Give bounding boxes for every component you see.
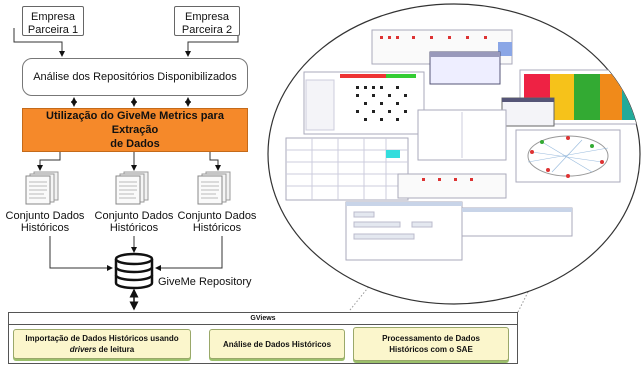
partner-2-box: Empresa Parceira 2: [174, 6, 240, 36]
document-stack-icon: [25, 171, 59, 205]
screenshots-collage: [267, 3, 641, 305]
document-stack-icon: [197, 171, 231, 205]
partner-1-box: Empresa Parceira 1: [22, 6, 84, 36]
partner-2-line2: Parceira 2: [181, 24, 233, 36]
analysis-historical-box: Análise de Dados Históricos: [209, 329, 345, 359]
analysis-historical-label: Análise de Dados Históricos: [222, 339, 332, 349]
import-line2-rest: de leitura: [96, 345, 135, 354]
dataset-3-line2: Históricos: [192, 222, 242, 234]
partner-1-line1: Empresa: [30, 11, 76, 23]
gviews-panel: GViews Importação de Dados Históricos us…: [8, 312, 518, 364]
processing-box: Processamento de Dados Históricos com o …: [353, 327, 509, 361]
import-line2: drivers de leitura: [70, 344, 134, 355]
dataset-1-line1: Conjunto Dados: [5, 210, 85, 222]
extraction-box: Utilização do GiveMe Metrics para Extraç…: [22, 108, 248, 152]
analysis-box: Análise dos Repositórios Disponibilizado…: [22, 58, 248, 96]
dataset-2-line1: Conjunto Dados: [94, 210, 174, 222]
repository-label: GiveMe Repository: [158, 276, 252, 288]
partner-2-line1: Empresa: [184, 11, 230, 23]
dataset-1-line2: Históricos: [20, 222, 70, 234]
gviews-title: GViews: [9, 313, 517, 325]
processing-line2: Históricos com o SAE: [389, 345, 473, 354]
processing-line1: Processamento de Dados: [382, 334, 480, 343]
dataset-2-line2: Históricos: [109, 222, 159, 234]
import-drivers: drivers: [69, 345, 97, 354]
import-line1: Importação de Dados Históricos usando: [25, 334, 179, 343]
dataset-label-2: Conjunto Dados Históricos: [89, 210, 179, 234]
import-box: Importação de Dados Históricos usando dr…: [13, 329, 191, 359]
dataset-label-1: Conjunto Dados Históricos: [0, 210, 90, 234]
dataset-label-3: Conjunto Dados Históricos: [172, 210, 262, 234]
partner-1-line2: Parceira 1: [27, 24, 79, 36]
dataset-3-line1: Conjunto Dados: [177, 210, 257, 222]
database-icon: [114, 252, 154, 290]
extraction-line1: Utilização do GiveMe Metrics para Extraç…: [46, 110, 224, 136]
extraction-line2: de Dados: [110, 138, 160, 150]
document-stack-icon: [115, 171, 149, 205]
